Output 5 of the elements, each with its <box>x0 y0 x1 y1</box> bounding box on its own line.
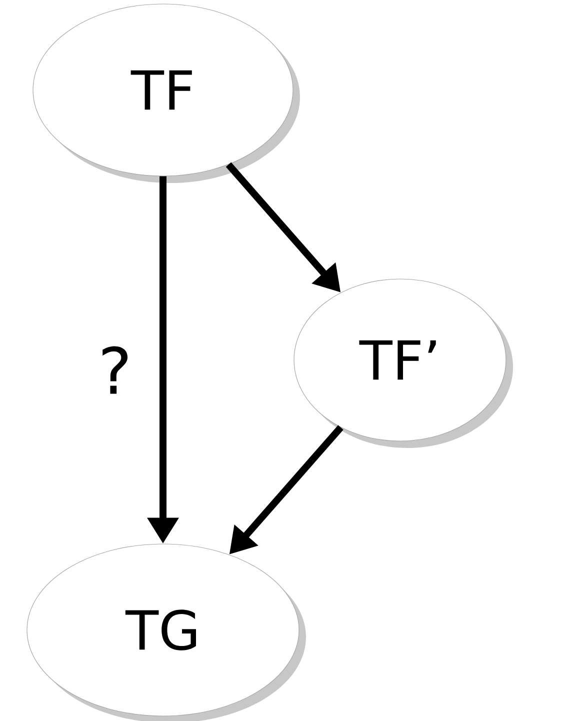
ellipse-node: TF’ <box>294 278 513 448</box>
ellipse-node: TG <box>26 544 306 721</box>
edge-label: ? <box>102 346 128 394</box>
node-label: TG <box>125 610 196 650</box>
ellipse-node: TF <box>32 4 300 183</box>
